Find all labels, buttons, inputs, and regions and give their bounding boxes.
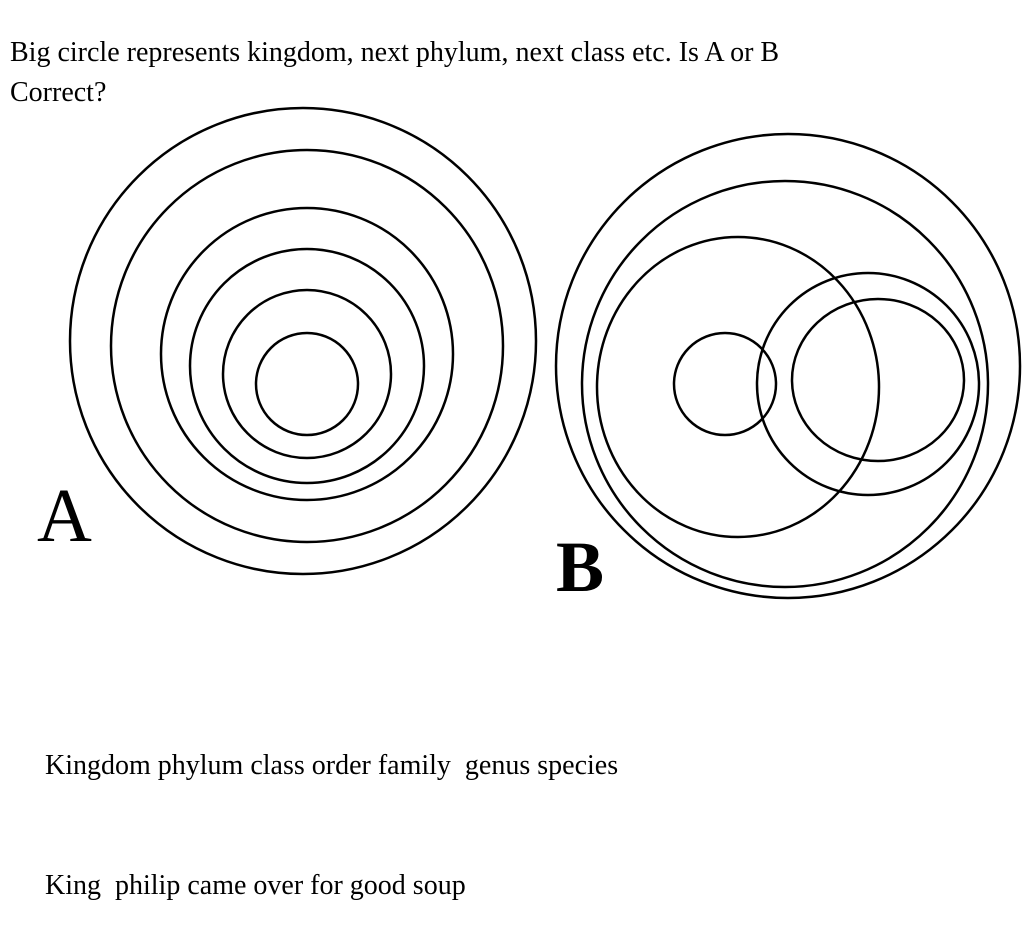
- taxonomy-mnemonic: Kingdom phylum class order family genus …: [45, 666, 618, 946]
- diagram-b-circle-6: [672, 331, 778, 437]
- classification-diagrams: A B: [37, 106, 1022, 607]
- diagram-a-circle-2: [109, 148, 505, 544]
- diagram-a-circle-5: [221, 288, 393, 460]
- diagram-b-label: B: [556, 527, 604, 607]
- diagram-a-concentric-circles: A: [37, 106, 538, 576]
- taxonomy-ranks-line: Kingdom phylum class order family genus …: [45, 750, 619, 781]
- diagram-b-circle-3: [595, 235, 881, 539]
- diagram-a-circle-1: [68, 106, 538, 576]
- diagram-b-circle-4: [755, 271, 981, 497]
- question-line-2: Correct?: [10, 77, 107, 108]
- diagram-a-circle-6: [254, 331, 360, 437]
- mnemonic-line: King philip came over for good soup: [45, 870, 466, 901]
- diagram-b-circle-1: [554, 132, 1022, 600]
- diagram-b-circle-2: [580, 179, 990, 589]
- question-text: Big circle represents kingdom, next phyl…: [10, 33, 1010, 113]
- diagram-a-label: A: [37, 474, 92, 558]
- diagram-b-circle-5: [790, 297, 966, 463]
- diagram-b-nested-circles: B: [554, 132, 1022, 607]
- diagram-a-circle-4: [188, 247, 426, 485]
- diagram-a-circle-3: [159, 206, 455, 502]
- question-line-1: Big circle represents kingdom, next phyl…: [10, 37, 780, 68]
